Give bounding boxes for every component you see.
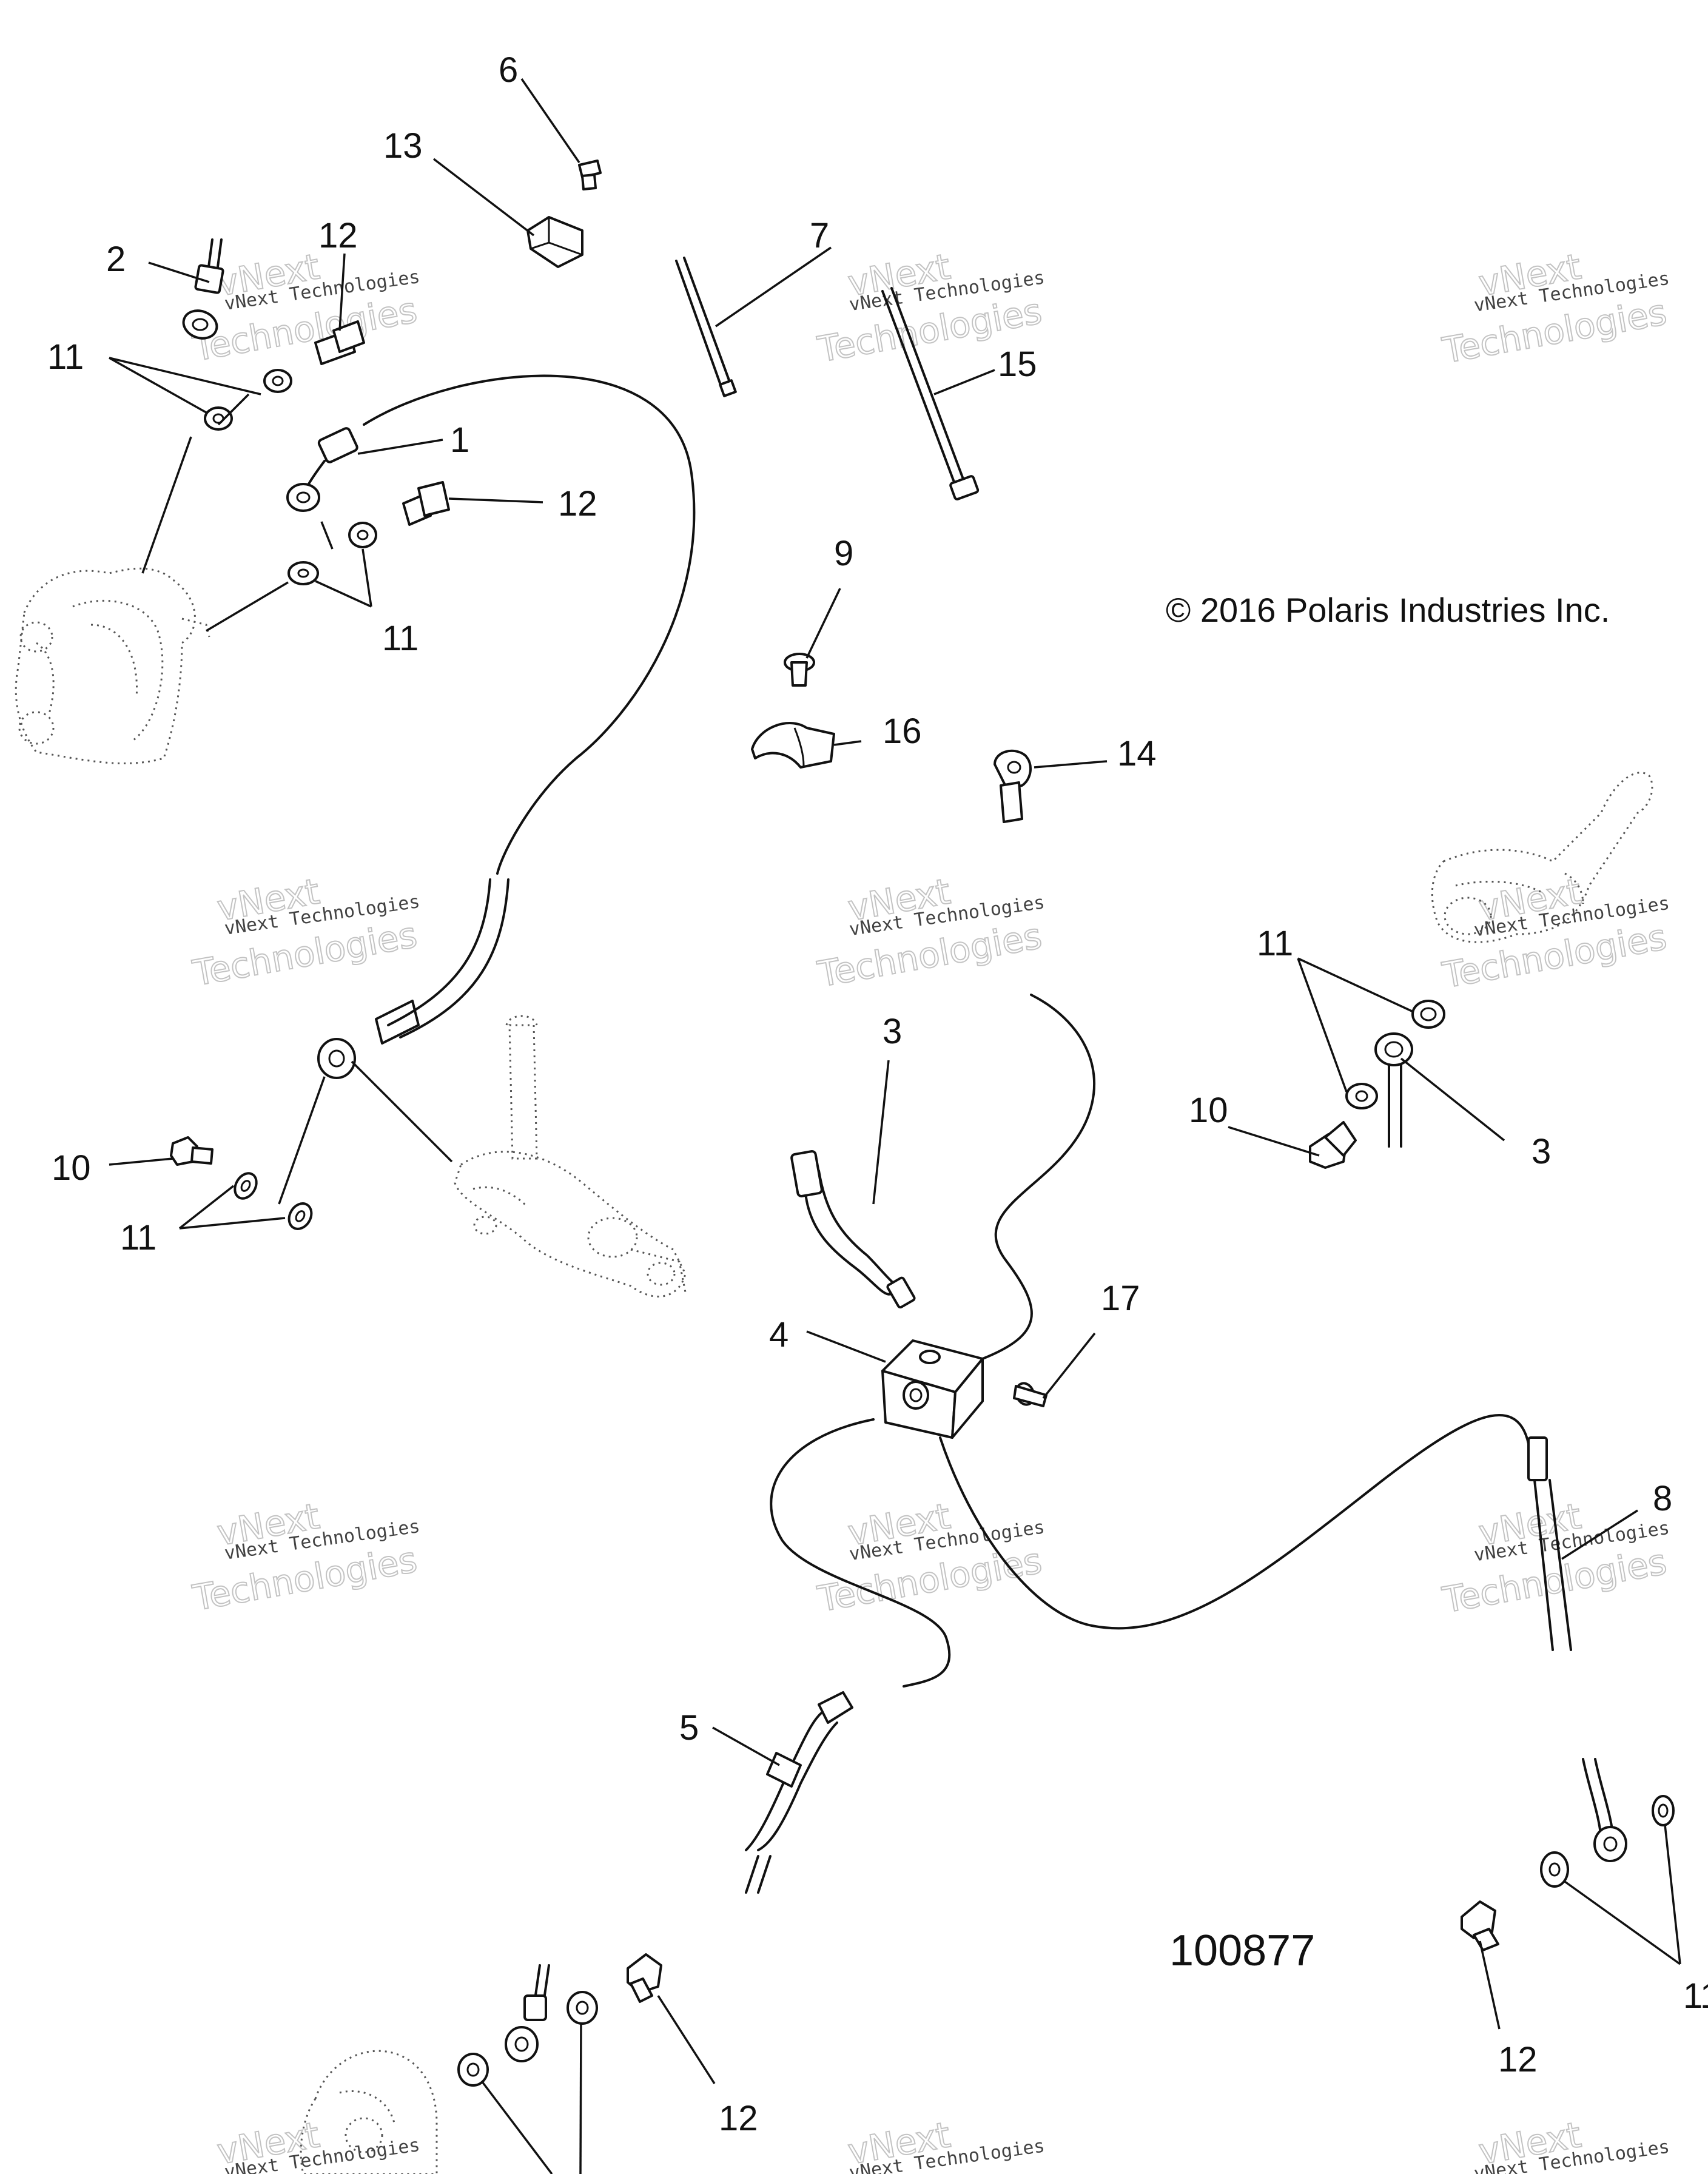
callout-labels: 6 13 7 15 2 12 11 1 12 11 9 16 14 © 2016… bbox=[47, 50, 1708, 2138]
banjo-fitting-master bbox=[317, 1038, 356, 1079]
washer-11-c bbox=[348, 522, 377, 548]
callout-12-top: 12 bbox=[318, 216, 358, 255]
brake-hose-long-right bbox=[939, 1414, 1530, 1630]
banjo-fitting-rear-left bbox=[505, 1994, 547, 2062]
callout-14: 14 bbox=[1117, 734, 1157, 773]
watermark: vNext vNext Technologies bbox=[844, 2113, 1046, 2174]
banjo-fitting-rear-right bbox=[1593, 1826, 1627, 1862]
brake-hose-3-line bbox=[818, 1169, 905, 1288]
screw-6 bbox=[578, 160, 602, 190]
brake-hose-5-ferrule bbox=[766, 1752, 802, 1788]
tie-strap-7 bbox=[675, 257, 737, 397]
washer-11-j bbox=[1540, 1851, 1569, 1888]
figure-number: 100877 bbox=[1169, 1927, 1315, 1975]
washer-11-k bbox=[567, 1991, 598, 2025]
master-cylinder-center bbox=[454, 1015, 687, 1297]
callout-11-left: 11 bbox=[120, 1218, 156, 1257]
washer-11-b bbox=[204, 406, 233, 431]
brake-caliper-front bbox=[15, 567, 210, 765]
watermark-group: vNext vNext Technologies Technologies vN… bbox=[189, 245, 1671, 2174]
watermark: vNext vNext Technologies bbox=[214, 2113, 421, 2174]
washer-11-a bbox=[263, 369, 292, 393]
watermark: vNext vNext Technologies bbox=[1473, 2113, 1671, 2174]
callout-13: 13 bbox=[383, 126, 423, 166]
copyright-notice: © 2016 Polaris Industries Inc. bbox=[1166, 591, 1610, 629]
banjo-fitting-2 bbox=[182, 238, 224, 340]
bolt-12-top bbox=[314, 320, 365, 365]
callout-11-rear-right: 11 bbox=[1683, 1976, 1708, 2016]
screw-17 bbox=[1013, 1382, 1047, 1407]
callout-11-top: 11 bbox=[47, 337, 84, 377]
callout-8: 8 bbox=[1653, 1479, 1672, 1518]
bolt-12-mid bbox=[402, 481, 450, 526]
watermark: vNext vNext Technologies Technologies bbox=[814, 870, 1046, 995]
watermark: vNext vNext Technologies Technologies bbox=[814, 1495, 1046, 1620]
parts bbox=[15, 160, 1675, 2174]
brake-hose-5-fitting bbox=[818, 1691, 853, 1724]
leader-lines bbox=[109, 78, 1681, 2174]
brake-hose-5-lower bbox=[745, 1855, 772, 1894]
callout-12-rear-right: 12 bbox=[1498, 2040, 1538, 2079]
bolt-12-rear-left bbox=[627, 1953, 662, 2003]
washer-11-f bbox=[1345, 1083, 1378, 1109]
washer-11-e bbox=[1411, 1000, 1445, 1029]
brake-hoses bbox=[363, 374, 1615, 2009]
watermark: vNext vNext Technologies Technologies bbox=[189, 245, 422, 370]
washer-11-d bbox=[287, 561, 319, 585]
brake-hose-8-fitting bbox=[1527, 1436, 1548, 1481]
callout-6: 6 bbox=[499, 50, 518, 90]
callout-5: 5 bbox=[679, 1708, 699, 1748]
junction-block-4 bbox=[881, 1339, 984, 1439]
brake-caliper-rear bbox=[300, 2050, 438, 2174]
fitting-14 bbox=[994, 749, 1032, 823]
watermark: vNext vNext Technologies Technologies bbox=[814, 245, 1046, 371]
callout-10-right: 10 bbox=[1189, 1091, 1228, 1130]
brake-hose-3-nut bbox=[886, 1276, 916, 1309]
banjo-fitting-1 bbox=[286, 427, 358, 512]
brake-hose-wavy-lower bbox=[770, 1418, 951, 1688]
callout-10-left: 10 bbox=[52, 1148, 91, 1188]
bolt-10-left bbox=[170, 1136, 214, 1166]
bolt-10-right bbox=[1309, 1121, 1357, 1169]
callout-17: 17 bbox=[1101, 1279, 1140, 1318]
clip-16 bbox=[751, 722, 835, 769]
watermark: vNext vNext Technologies Technologies bbox=[189, 1495, 422, 1620]
screw-9 bbox=[784, 653, 815, 687]
callout-3-right: 3 bbox=[1531, 1132, 1551, 1171]
watermark: vNext vNext Technologies Technologies bbox=[1439, 245, 1671, 372]
clip-bracket-13 bbox=[526, 216, 583, 268]
master-cylinder-right bbox=[1431, 772, 1653, 943]
washer-11-h bbox=[287, 1202, 313, 1230]
callout-2: 2 bbox=[106, 240, 126, 279]
tie-strap-15 bbox=[881, 287, 980, 500]
callout-4: 4 bbox=[769, 1315, 788, 1355]
banjo-fitting-3-right bbox=[1374, 1032, 1413, 1148]
brake-hose-1 bbox=[363, 374, 696, 875]
washer-11-g bbox=[234, 1172, 258, 1200]
washer-11-i bbox=[1652, 1795, 1675, 1826]
washer-11-l bbox=[457, 2053, 489, 2087]
callout-7: 7 bbox=[810, 216, 829, 255]
watermark: vNext vNext Technologies Technologies bbox=[189, 870, 422, 995]
callout-12-rear-left: 12 bbox=[719, 2099, 758, 2138]
brake-hose-8 bbox=[1533, 1479, 1572, 1651]
watermark: vNext vNext Technologies Technologies bbox=[1439, 870, 1671, 997]
brake-hose-3-sleeve bbox=[790, 1150, 823, 1197]
brake-hose-1-ferrule bbox=[375, 1000, 420, 1045]
callout-16: 16 bbox=[883, 712, 922, 751]
callout-9: 9 bbox=[834, 534, 853, 573]
callout-11-mid: 11 bbox=[382, 619, 419, 658]
brake-hose-wavy-upper bbox=[981, 994, 1096, 1360]
callout-15: 15 bbox=[998, 345, 1037, 384]
callout-12-mid: 12 bbox=[558, 484, 597, 523]
callout-11-right: 11 bbox=[1257, 924, 1293, 963]
callout-1: 1 bbox=[450, 420, 469, 460]
callout-3-center: 3 bbox=[883, 1012, 902, 1051]
